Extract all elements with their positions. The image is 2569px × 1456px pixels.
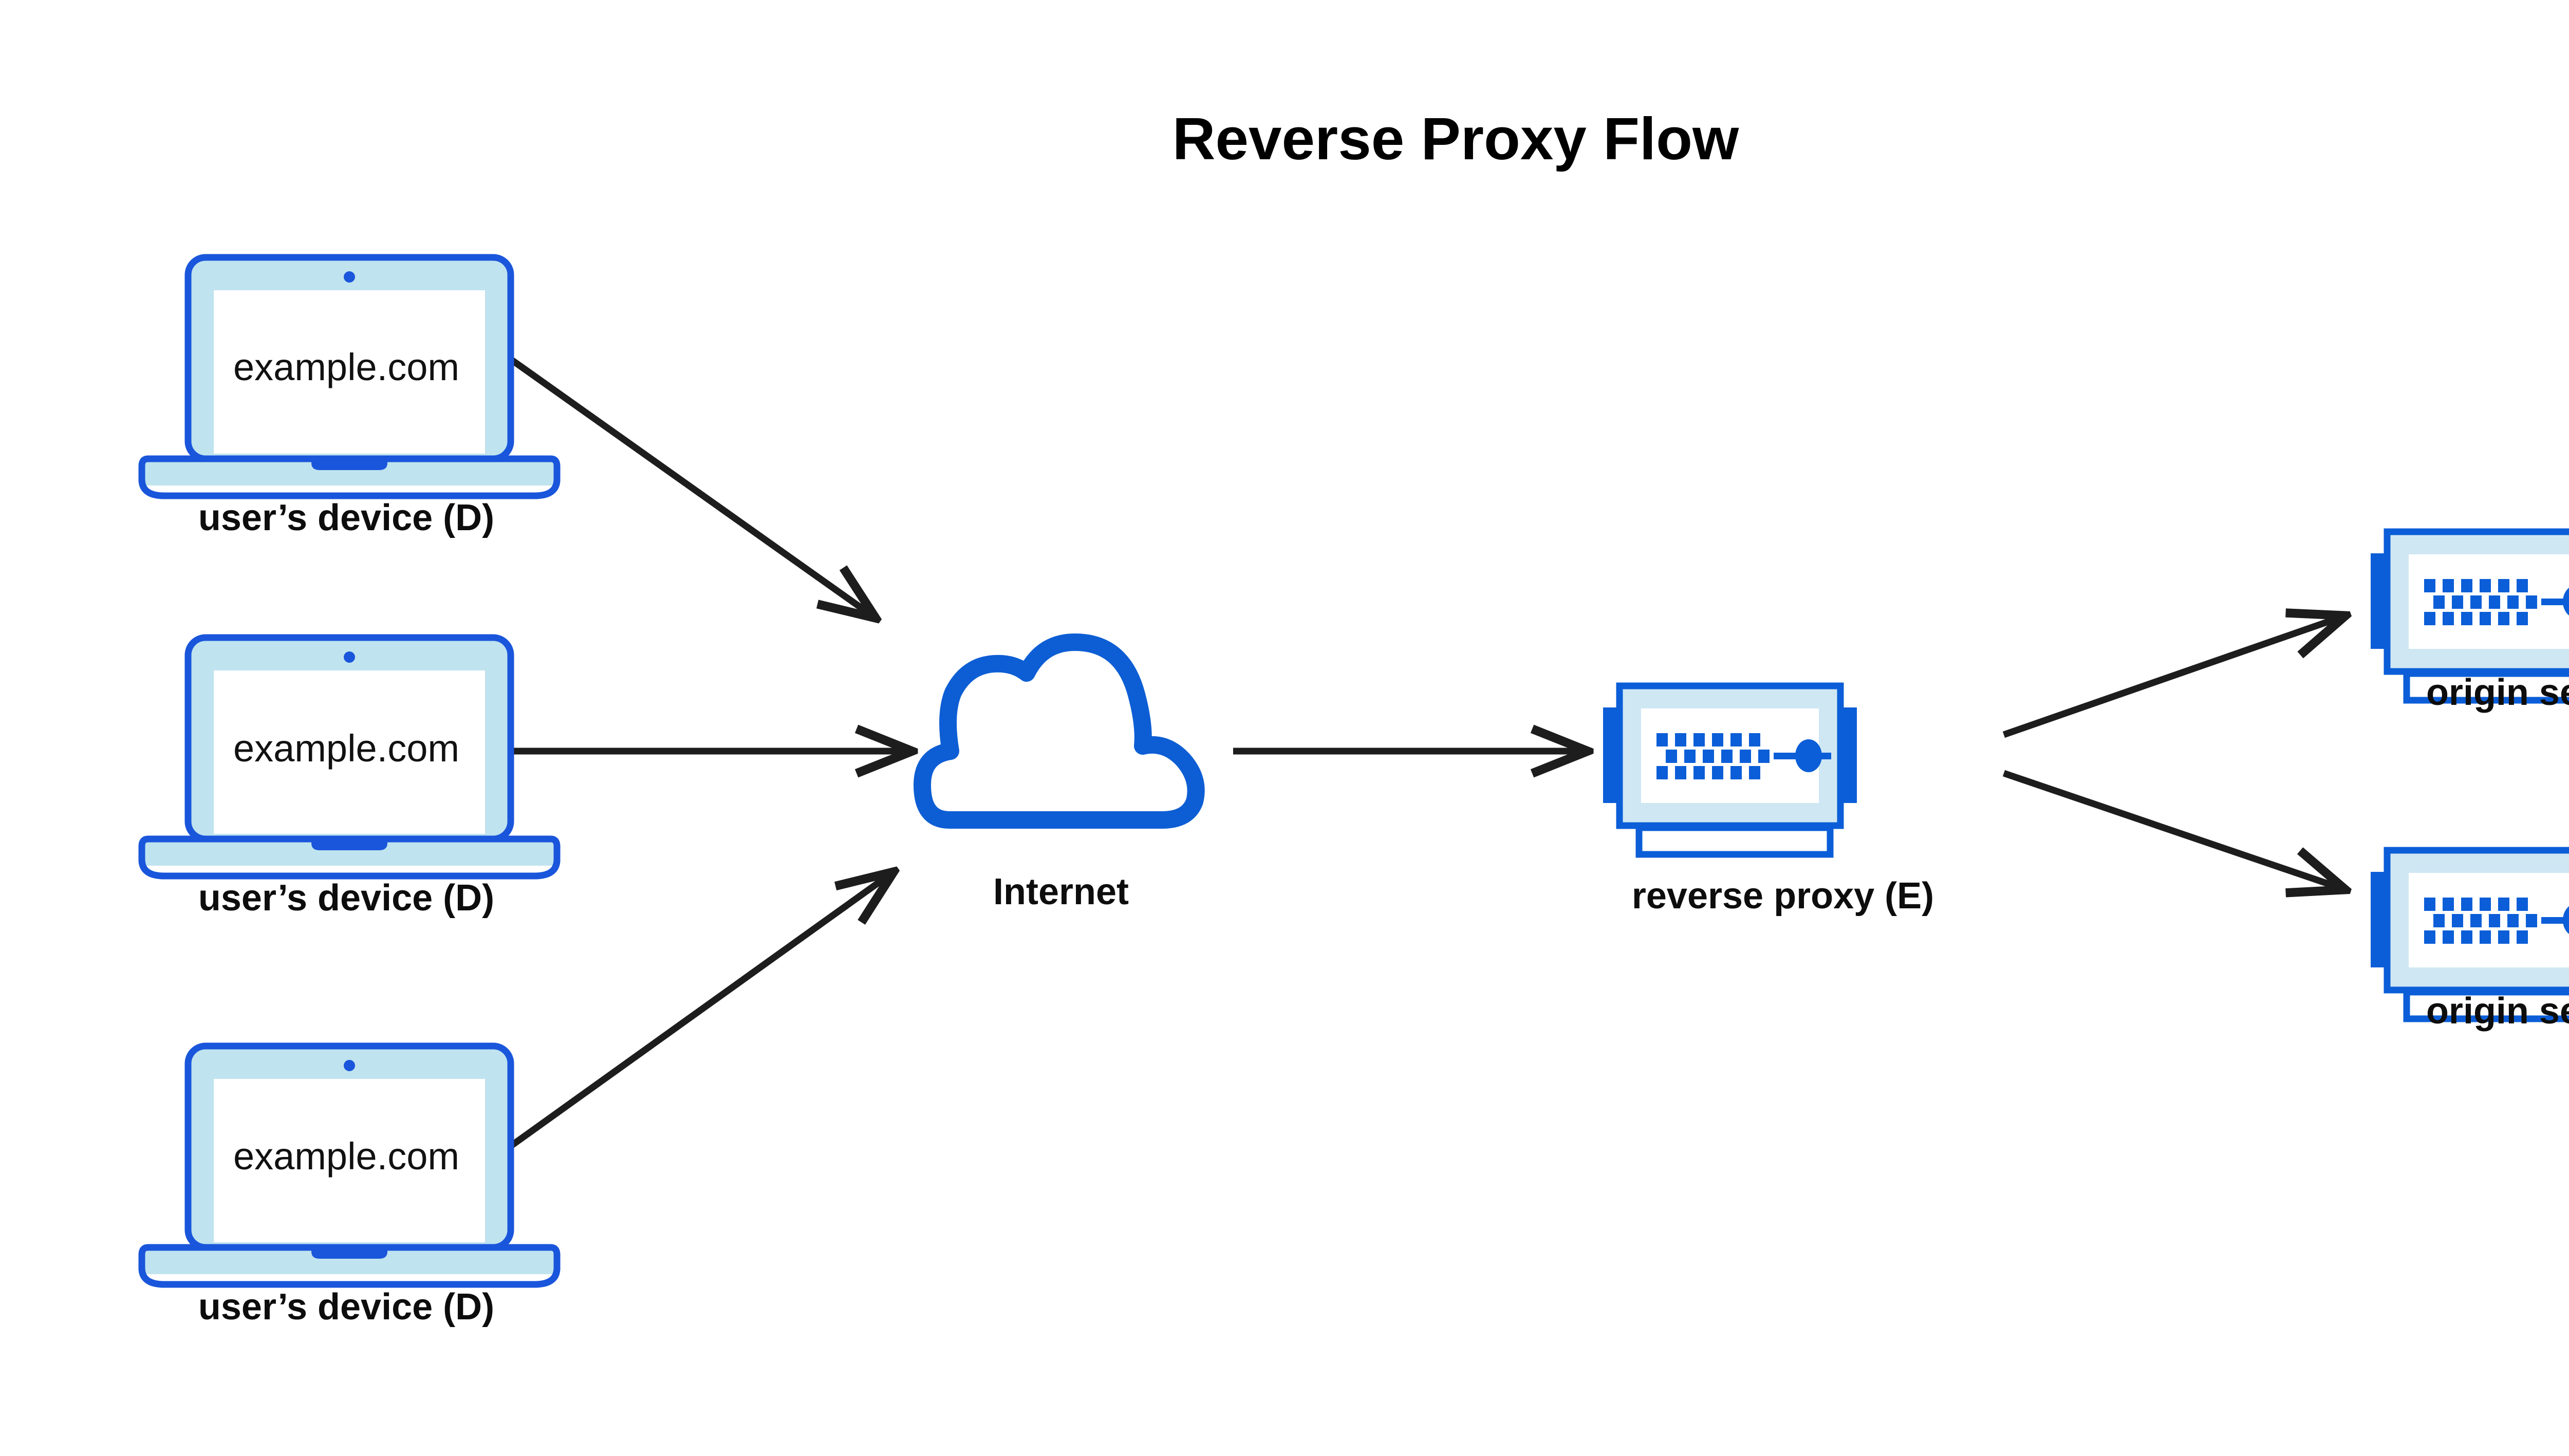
node-label: origin server (F) — [2426, 991, 2569, 1032]
node-label: origin server (F) — [2426, 672, 2569, 713]
node-internet[interactable]: Internet — [914, 633, 1205, 912]
edge-proxy-to-origin-bottom — [2002, 770, 2343, 889]
node-label: user’s device (D) — [198, 497, 494, 538]
node-label: reverse proxy (E) — [1632, 875, 1934, 917]
node-label: Internet — [993, 871, 1129, 912]
device-screen-text: example.com — [233, 727, 459, 770]
node-origin-server-top[interactable]: origin server (F) — [2371, 532, 2569, 713]
edge-device-bottom-to-internet — [509, 873, 891, 1149]
node-label: user’s device (D) — [198, 878, 494, 919]
device-screen-text: example.com — [233, 346, 459, 388]
node-reverse-proxy[interactable]: reverse proxy (E) — [1603, 686, 1934, 917]
node-user-device-middle[interactable]: example.com user’s device (D) — [142, 638, 557, 919]
diagram-title: Reverse Proxy Flow — [1172, 105, 1739, 172]
node-origin-server-bottom[interactable]: origin server (F) — [2371, 850, 2569, 1032]
node-user-device-top[interactable]: example.com user’s device (D) — [142, 257, 557, 538]
edge-device-top-to-internet — [509, 357, 873, 617]
server-icon — [2371, 850, 2569, 1019]
cloud-icon — [914, 633, 1205, 829]
edge-proxy-to-origin-top — [2002, 617, 2343, 738]
server-icon — [2371, 532, 2569, 700]
server-icon — [1603, 686, 1857, 854]
node-label: user’s device (D) — [198, 1286, 494, 1328]
connector-group — [509, 357, 2343, 1149]
device-screen-text: example.com — [233, 1135, 459, 1178]
node-user-device-bottom[interactable]: example.com user’s device (D) — [142, 1046, 557, 1328]
